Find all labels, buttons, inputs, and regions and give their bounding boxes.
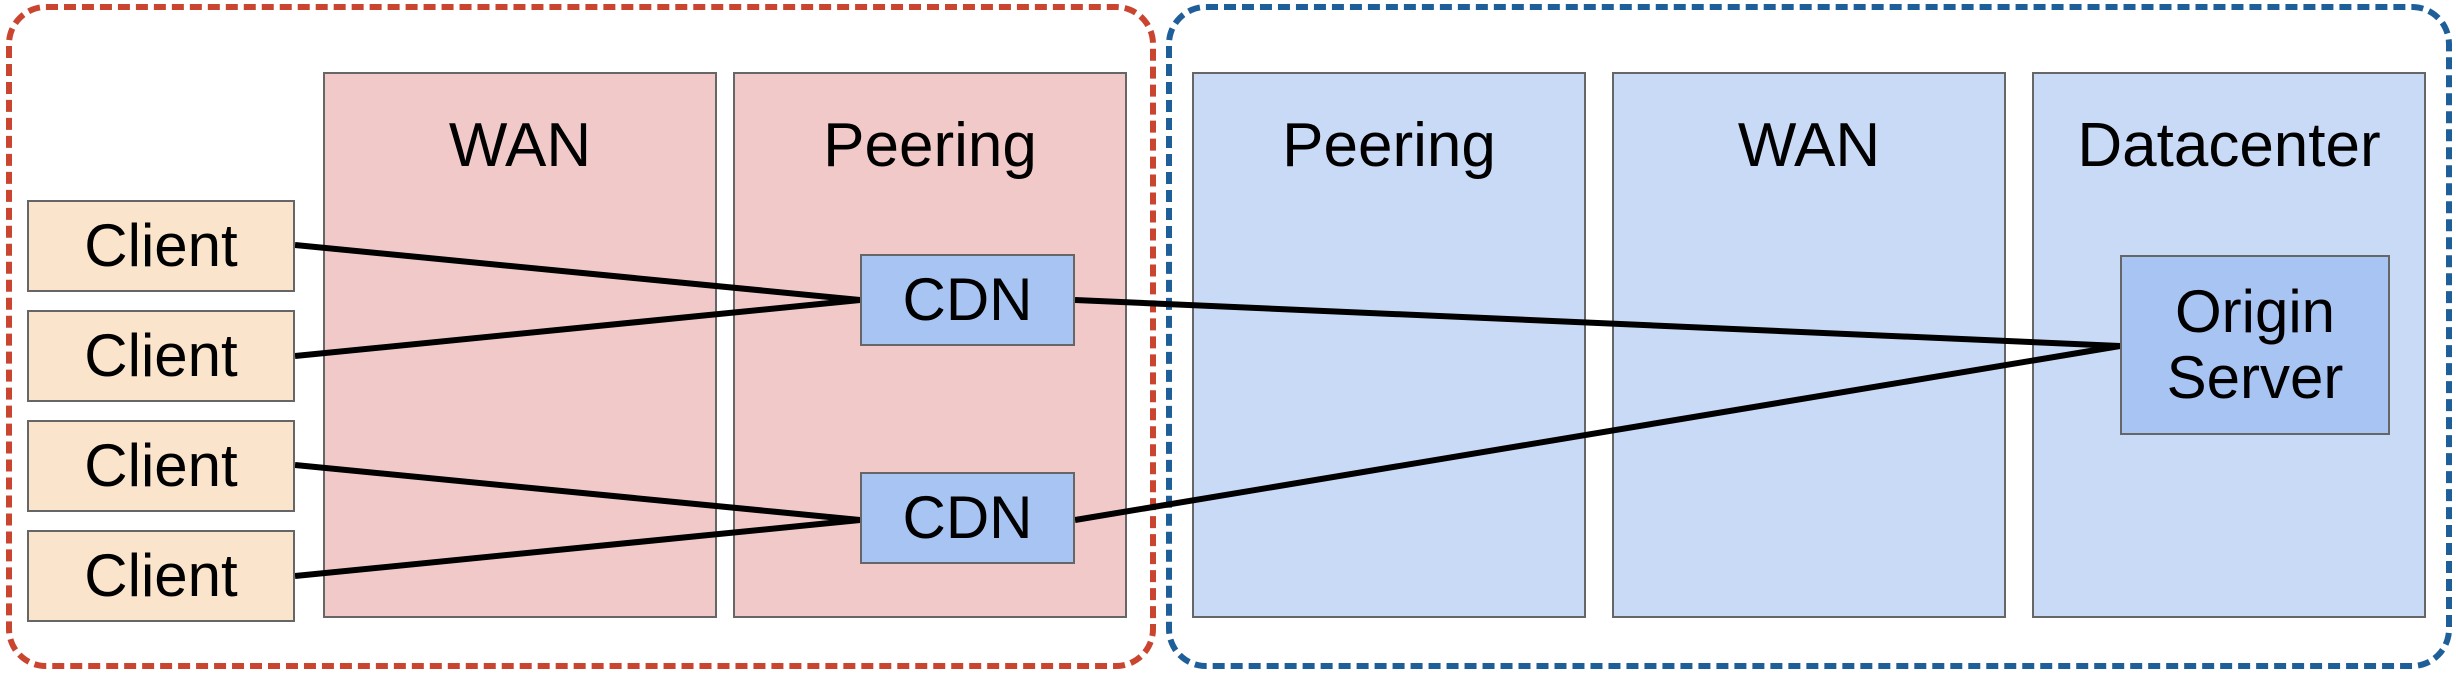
- zone-label: WAN: [448, 111, 592, 180]
- zone-peering-right: Peering: [1192, 72, 1586, 618]
- zone-wan-left: WAN: [323, 72, 717, 618]
- zone-label: Peering: [1282, 111, 1496, 180]
- zone-label: Datacenter: [2077, 111, 2381, 180]
- zone-wan-right: WAN: [1612, 72, 2006, 618]
- client-node: Client: [27, 530, 295, 622]
- client-node: Client: [27, 200, 295, 292]
- zone-label: WAN: [1737, 111, 1881, 180]
- origin-server-node: Origin Server: [2120, 255, 2390, 435]
- client-node: Client: [27, 420, 295, 512]
- zone-label: Peering: [823, 111, 1037, 180]
- cdn-node: CDN: [860, 472, 1075, 564]
- client-node: Client: [27, 310, 295, 402]
- cdn-node: CDN: [860, 254, 1075, 346]
